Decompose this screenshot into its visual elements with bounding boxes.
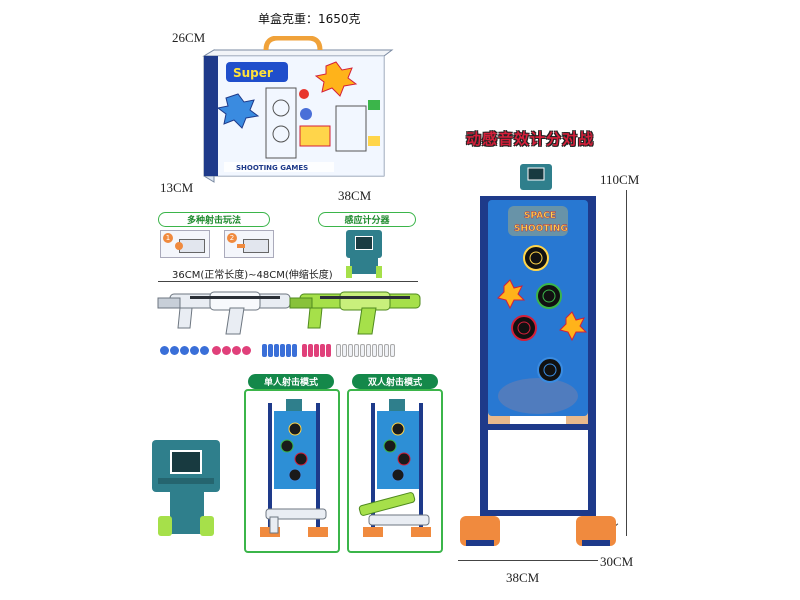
ball-ammo-icon [175,242,183,250]
step-2-badge: 2 [227,233,237,243]
dart-ammo [308,344,313,357]
ammo-row [160,344,410,360]
dart-ammo [326,344,331,357]
stand-height-label: 110CM [600,172,640,187]
dart-ammo [366,344,371,357]
sensor-clip-foot [158,516,172,536]
dart-ammo [286,344,291,357]
dart-ammo [360,344,365,357]
box-brand-text: Super [233,66,273,80]
blaster-length-label: 36CM(正常长度)~48CM(伸缩长度) [172,270,333,281]
banner-title-line1: SPACE [524,211,556,221]
single-mode-image [260,399,328,537]
score-sensor-large [152,440,220,492]
ball-ammo [212,346,221,355]
multi-shoot-pill: 多种射击玩法 [158,212,270,227]
target-stand-image: SPACE SHOOTING [460,164,616,546]
sensor-grille [158,478,214,484]
sensor-clip-foot [200,516,214,536]
box-weight-label: 单盒克重：1650克 [258,12,361,26]
sensor-clip [350,258,378,274]
dart-ammo-icon [237,244,245,248]
double-mode-label: 双人射击模式 [367,378,422,388]
sensor-display-icon [170,450,202,474]
dart-ammo [354,344,359,357]
ball-ammo [242,346,251,355]
box-product-name: SHOOTING GAMES [236,164,308,172]
box-depth-label: 13CM [160,180,194,195]
box-height-label: 26CM [172,30,206,45]
ball-ammo [190,346,199,355]
shoot-mode-1-card: 1 [160,230,210,258]
sensor-clip-foot [346,266,352,278]
single-mode-panel [244,389,340,553]
multi-shoot-label: 多种射击玩法 [186,216,241,226]
length-line [158,281,418,282]
ball-ammo [180,346,189,355]
double-mode-image [358,399,431,537]
stand-width-label: 38CM [506,570,540,585]
ball-ammo [222,346,231,355]
stand-depth-label: 30CM [600,554,634,569]
ball-ammo [160,346,169,355]
product-box-image: Super SHOOTING GAMES [202,36,394,183]
sensor-pill: 感应计分器 [318,212,416,227]
width-dimension-line [458,560,598,561]
dart-ammo [262,344,267,357]
dart-ammo [336,344,341,357]
stand-heading: 动感音效计分对战 [466,130,595,148]
blaster-barrel-icon [243,239,269,253]
single-mode-label: 单人射击模式 [263,378,318,388]
dart-ammo [320,344,325,357]
sensor-label: 感应计分器 [344,216,390,226]
blasters-image [157,291,421,335]
dart-ammo [302,344,307,357]
box-width-label: 38CM [338,188,372,203]
dart-ammo [390,344,395,357]
shoot-mode-2-card: 2 [224,230,274,258]
dart-ammo [274,344,279,357]
sensor-clip-foot [376,266,382,278]
double-mode-pill: 双人射击模式 [352,374,438,389]
dart-ammo [268,344,273,357]
single-mode-pill: 单人射击模式 [248,374,334,389]
dart-ammo [314,344,319,357]
step-1-badge: 1 [163,233,173,243]
ball-ammo [170,346,179,355]
score-sensor-small [346,230,382,258]
dart-ammo [348,344,353,357]
dart-ammo [292,344,297,357]
double-mode-panel [347,389,443,553]
dart-ammo [372,344,377,357]
ball-ammo [200,346,209,355]
ball-ammo [232,346,241,355]
dart-ammo [280,344,285,357]
banner-title-line2: SHOOTING [514,224,568,234]
sensor-display-icon [355,236,373,250]
dart-ammo [342,344,347,357]
height-dimension-line [626,190,627,536]
dart-ammo [378,344,383,357]
sensor-clip-large [170,490,204,534]
dart-ammo [384,344,389,357]
